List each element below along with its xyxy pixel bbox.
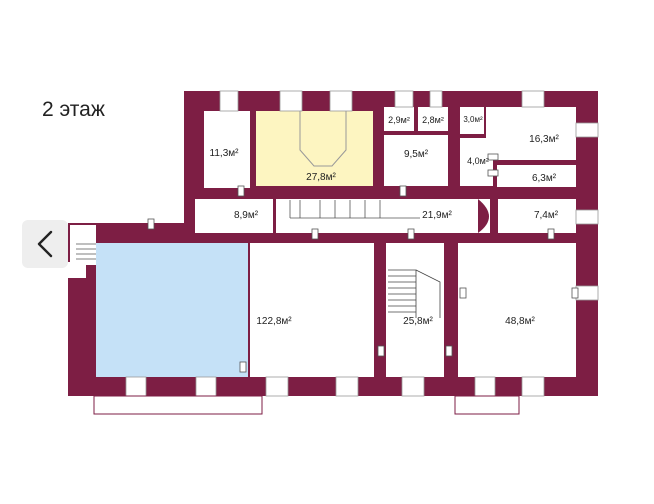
room-r11[interactable] [276,199,490,233]
room-label: 9,5м² [404,149,429,160]
room-label: 16,3м² [529,134,559,145]
room-label: 7,4м² [534,210,559,221]
rooms [96,107,576,377]
room-r9[interactable] [497,165,576,187]
floor-title: 2 этаж [42,98,105,121]
chevron-left-icon [37,230,53,258]
room-r12[interactable] [498,199,576,233]
room-label: 4,0м² [467,156,489,166]
room-label: 2,9м² [388,115,410,125]
room-r13[interactable] [250,243,374,377]
room-labels: 11,3м² 27,8м² 2,9м² 2,8м² 9,5м² 3,0м² 4,… [210,115,560,327]
room-label: 122,8м² [256,316,292,327]
room-label: 2,8м² [422,115,444,125]
room-label: 21,9м² [422,210,452,221]
back-button[interactable] [22,220,68,268]
room-r10[interactable] [195,199,273,233]
room-label: 3,0м² [463,115,483,124]
room-r8[interactable] [486,107,576,160]
windows [125,90,599,397]
bay-window-outline [299,111,347,167]
balconies [93,395,520,415]
doors [147,153,579,373]
room-label: 48,8м² [505,316,535,327]
room-r4[interactable] [418,107,448,131]
room-r2[interactable] [256,111,373,186]
corridor-bulge [478,199,489,233]
room-r15[interactable] [458,243,576,377]
room-r13-blue[interactable] [96,243,248,377]
stairwell [388,269,441,318]
room-label: 27,8м² [306,172,336,183]
room-label: 6,3м² [532,173,557,184]
room-r6[interactable] [460,107,484,134]
room-r1[interactable] [204,111,250,188]
room-label: 8,9м² [234,210,259,221]
room-r3[interactable] [384,107,414,131]
room-r14[interactable] [386,243,444,377]
room-r5[interactable] [384,135,448,186]
corridor-stairs [289,200,420,219]
room-label: 25,8м² [403,316,433,327]
room-label: 11,3м² [210,148,240,159]
